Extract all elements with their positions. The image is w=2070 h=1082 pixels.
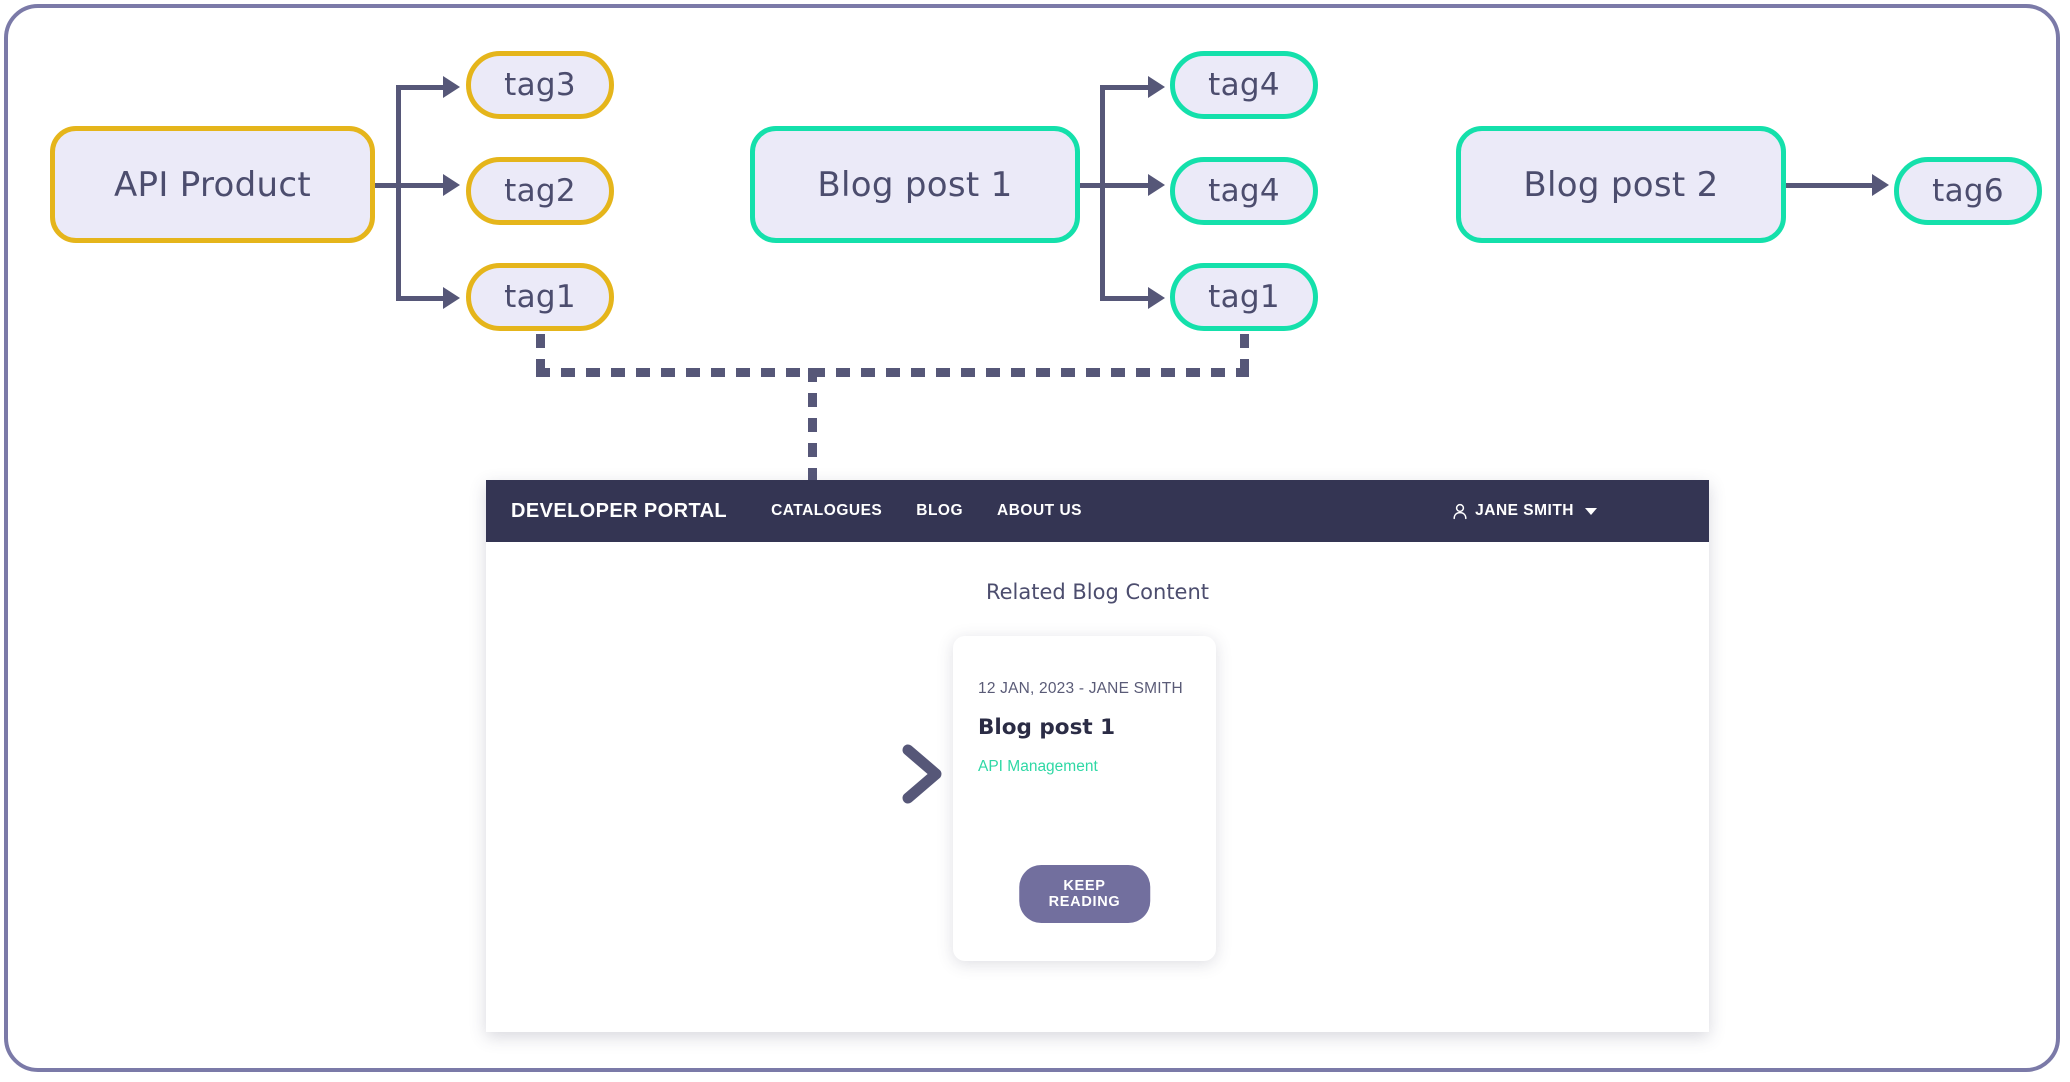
arrowhead-2c [1148, 287, 1165, 309]
developer-portal-panel: DEVELOPER PORTAL CATALOGUES BLOG ABOUT U… [486, 480, 1709, 1032]
arrowhead-2b [1148, 174, 1165, 196]
person-icon [1453, 503, 1467, 519]
chevron-down-icon [1585, 507, 1597, 515]
connector-branch-2a [1100, 85, 1155, 90]
portal-brand: DEVELOPER PORTAL [511, 499, 728, 522]
node-blog-post-2[interactable]: Blog post 2 [1456, 126, 1786, 243]
node-blog-post-1[interactable]: Blog post 1 [750, 126, 1080, 243]
node-tag-2-1[interactable]: tag4 [1170, 157, 1318, 225]
node-label: tag2 [504, 173, 576, 209]
node-label: tag4 [1208, 67, 1280, 103]
nav-item-blog[interactable]: BLOG [916, 502, 964, 519]
node-tag-3-0[interactable]: tag6 [1894, 157, 2042, 225]
connector-trunk-3 [1786, 183, 1881, 188]
dashed-arrowhead-chevron [902, 744, 942, 804]
node-tag-1-0[interactable]: tag3 [466, 51, 614, 119]
node-label: tag3 [504, 67, 576, 103]
connector-spine-2 [1100, 85, 1105, 300]
section-title: Related Blog Content [985, 580, 1210, 604]
node-label: API Product [114, 164, 311, 205]
arrowhead-1c [443, 287, 460, 309]
keep-reading-button[interactable]: KEEP READING [1018, 865, 1151, 923]
node-tag-1-2[interactable]: tag1 [466, 263, 614, 331]
node-tag-1-1[interactable]: tag2 [466, 157, 614, 225]
portal-nav: CATALOGUES BLOG ABOUT US [771, 502, 1082, 520]
node-tag-2-0[interactable]: tag4 [1170, 51, 1318, 119]
arrowhead-1b [443, 174, 460, 196]
connector-branch-2b [1100, 183, 1155, 188]
portal-header: DEVELOPER PORTAL CATALOGUES BLOG ABOUT U… [486, 480, 1709, 542]
user-name: JANE SMITH [1475, 502, 1574, 519]
card-title: Blog post 1 [978, 715, 1116, 740]
arrowhead-3a [1872, 174, 1889, 196]
node-label: tag1 [1208, 279, 1280, 315]
user-menu[interactable]: JANE SMITH [1452, 502, 1597, 520]
node-api-product[interactable]: API Product [50, 126, 375, 243]
nav-item-about-us[interactable]: ABOUT US [997, 502, 1082, 519]
dashed-drop-middle [1240, 334, 1249, 372]
card-tag-link[interactable]: API Management [978, 758, 1098, 775]
node-label: tag6 [1932, 173, 2004, 209]
dashed-bridge [536, 368, 1249, 377]
blog-card[interactable]: 12 JAN, 2023 - JANE SMITH Blog post 1 AP… [953, 636, 1216, 961]
node-tag-2-2[interactable]: tag1 [1170, 263, 1318, 331]
node-label: Blog post 2 [1523, 164, 1719, 205]
connector-spine-1 [396, 85, 401, 300]
node-label: tag4 [1208, 173, 1280, 209]
arrowhead-1a [443, 76, 460, 98]
connector-branch-2c [1100, 296, 1155, 301]
nav-item-catalogues[interactable]: CATALOGUES [771, 502, 883, 519]
card-meta: 12 JAN, 2023 - JANE SMITH [978, 680, 1183, 697]
dashed-drop-left [536, 334, 545, 372]
portal-body: Related Blog Content 12 JAN, 2023 - JANE… [486, 542, 1709, 1032]
node-label: Blog post 1 [817, 164, 1013, 205]
node-label: tag1 [504, 279, 576, 315]
arrowhead-2a [1148, 76, 1165, 98]
